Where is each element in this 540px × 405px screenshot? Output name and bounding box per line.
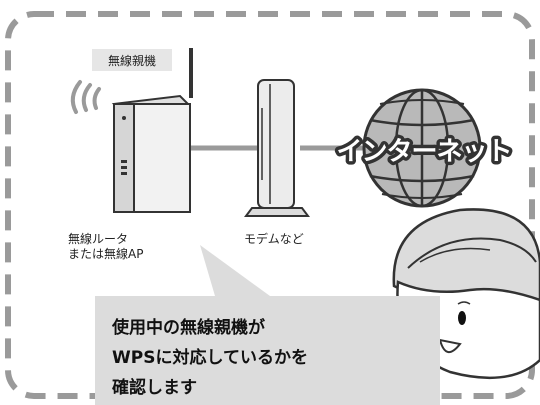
internet-label: インターネット	[336, 137, 511, 167]
callout-box	[95, 296, 440, 405]
callout-line-3: 確認します	[112, 378, 197, 398]
router-label-line1: 無線ルータ	[68, 232, 129, 246]
callout-line-1: 使用中の無線親機が	[112, 318, 265, 338]
modem-icon	[244, 79, 310, 217]
globe-icon	[362, 88, 482, 208]
callout-text: 使用中の無線親機が WPSに対応しているかを 確認します	[112, 313, 308, 403]
dashed-frame	[5, 11, 535, 399]
router-icon	[111, 48, 193, 213]
modem-label: モデムなど	[244, 232, 304, 246]
ap-tag: 無線親機	[92, 49, 172, 71]
callout-line-2: WPSに対応しているかを	[112, 348, 308, 368]
callout-pointer	[200, 245, 270, 296]
wifi-waves-icon	[70, 80, 101, 114]
router-label-line2: または無線AP	[68, 247, 144, 261]
